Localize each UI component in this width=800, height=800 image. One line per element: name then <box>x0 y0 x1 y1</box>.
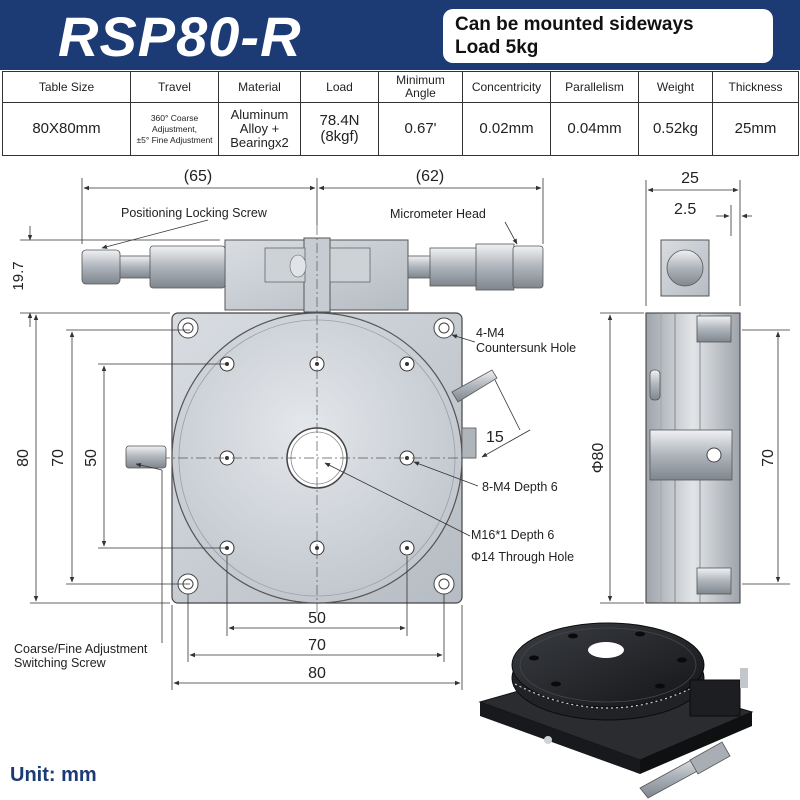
spec-value-travel: 360° Coarse Adjustment, ±5° Fine Adjustm… <box>130 102 219 156</box>
material-line-2: Alloy + <box>239 121 280 136</box>
spec-header-concentricity: Concentricity <box>462 71 551 103</box>
dim-bottom-70: 70 <box>308 637 326 654</box>
spec-value-parallelism: 0.04mm <box>550 102 639 156</box>
travel-line-3: ±5° Fine Adjustment <box>136 134 213 145</box>
top-mechanism <box>81 237 544 313</box>
side-view <box>645 239 741 604</box>
model-title: RSP80-R <box>58 5 302 68</box>
header-banner: RSP80-R Can be mounted sideways Load 5kg <box>0 0 800 70</box>
spec-header-min-angle: Minimum Angle <box>378 71 463 103</box>
spec-value-weight: 0.52kg <box>638 102 713 156</box>
center-lines <box>160 225 475 616</box>
callout-countersunk-line1: 4-M4 <box>476 326 505 340</box>
spec-header-travel: Travel <box>130 71 219 103</box>
spec-value-table-size: 80X80mm <box>2 102 131 156</box>
dim-right-70: 70 <box>760 449 777 467</box>
front-dimension-lines <box>20 178 544 690</box>
switching-screw <box>125 445 167 469</box>
travel-line-2: Adjustment, <box>152 123 197 134</box>
spec-value-min-angle: 0.67' <box>378 102 463 156</box>
load-line-2: (8kgf) <box>320 128 359 145</box>
product-photo <box>478 622 754 799</box>
feature-note-load: Load 5kg <box>455 37 539 58</box>
unit-note: Unit: mm <box>10 764 97 786</box>
feature-note-mount: Can be mounted sideways <box>455 14 694 35</box>
dim-bottom-80: 80 <box>308 665 326 682</box>
material-line-3: Bearingx2 <box>230 135 289 150</box>
dim-side-80: 80 <box>15 449 32 467</box>
spec-table: Table Size Travel Material Load Minimum … <box>2 71 799 156</box>
callout-locking-screw: Positioning Locking Screw <box>121 206 268 220</box>
spec-header-material: Material <box>218 71 301 103</box>
callout-countersunk-line2: Countersunk Hole <box>476 341 576 355</box>
callout-switch-screw-line1: Coarse/Fine Adjustment <box>14 642 148 656</box>
dim-width-25: 25 <box>681 170 699 187</box>
travel-line-1: 360° Coarse <box>150 112 199 123</box>
spec-header-weight: Weight <box>638 71 713 103</box>
spec-value-row: 80X80mm 360° Coarse Adjustment, ±5° Fine… <box>2 102 799 156</box>
technical-drawing: (65) (62) 19.7 80 70 50 50 70 80 15 Posi… <box>10 168 790 799</box>
spec-value-concentricity: 0.02mm <box>462 102 551 156</box>
spec-header-table-size: Table Size <box>2 71 131 103</box>
side-dimension-lines <box>600 180 790 604</box>
feature-note-box: Can be mounted sideways Load 5kg <box>443 9 773 63</box>
spec-header-row: Table Size Travel Material Load Minimum … <box>2 71 799 103</box>
spec-value-thickness: 25mm <box>712 102 799 156</box>
dim-left-overhang: (65) <box>184 168 212 185</box>
spec-header-thickness: Thickness <box>712 71 799 103</box>
callout-through-hole: Φ14 Through Hole <box>471 550 574 564</box>
callout-tapped-holes: 8-M4 Depth 6 <box>482 480 558 494</box>
adjust-lever <box>451 369 498 459</box>
material-line-1: Aluminum <box>230 107 289 122</box>
dim-right-overhang: (62) <box>416 168 444 185</box>
callout-leaders <box>101 219 518 643</box>
dim-angle-15: 15 <box>486 429 504 446</box>
spec-value-material: Aluminum Alloy + Bearingx2 <box>218 102 301 156</box>
spec-header-load: Load <box>300 71 379 103</box>
callout-micrometer-head: Micrometer Head <box>390 207 486 221</box>
callout-switch-screw-line2: Switching Screw <box>14 656 107 670</box>
spec-header-parallelism: Parallelism <box>550 71 639 103</box>
countersunk-holes <box>177 317 455 595</box>
dim-side-50: 50 <box>83 449 100 467</box>
dim-side-70: 70 <box>50 449 67 467</box>
callout-center-thread: M16*1 Depth 6 <box>471 528 554 542</box>
load-line-1: 78.4N <box>319 112 360 129</box>
dim-height-19-7: 19.7 <box>10 261 27 290</box>
dim-bottom-50: 50 <box>308 610 326 627</box>
spec-value-load: 78.4N (8kgf) <box>300 102 379 156</box>
dim-width-2-5: 2.5 <box>674 201 696 218</box>
dim-diameter-80: Φ80 <box>590 443 607 474</box>
front-view <box>81 225 544 616</box>
